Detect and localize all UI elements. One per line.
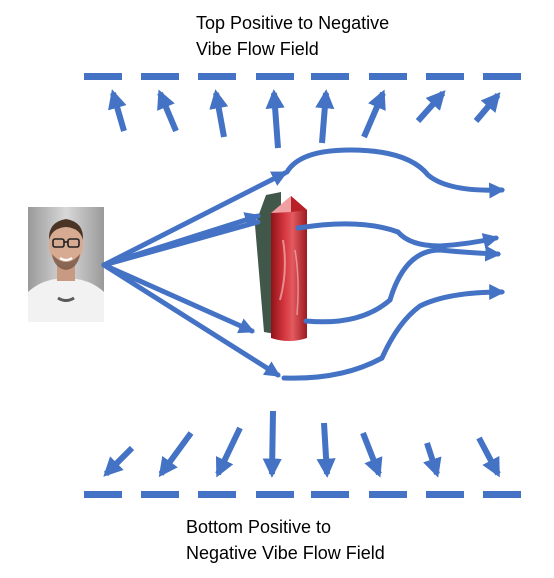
top-dashed-line [84, 73, 521, 80]
bottom-label-line-1: Bottom Positive to [186, 517, 332, 537]
top-field-arrows [108, 89, 501, 149]
person-photo [28, 207, 104, 322]
red-crystal [255, 192, 307, 341]
flow-arrows [101, 147, 506, 381]
bottom-dashed-line [84, 491, 521, 498]
bottom-field-label: Bottom Positive to Negative Vibe Flow Fie… [186, 514, 385, 566]
bottom-label-line-2: Negative Vibe Flow Field [186, 543, 385, 563]
bottom-field-arrows [103, 410, 501, 478]
top-label-line-1: Top Positive to Negative [196, 13, 390, 33]
top-label-line-2: Vibe Flow Field [196, 39, 319, 59]
